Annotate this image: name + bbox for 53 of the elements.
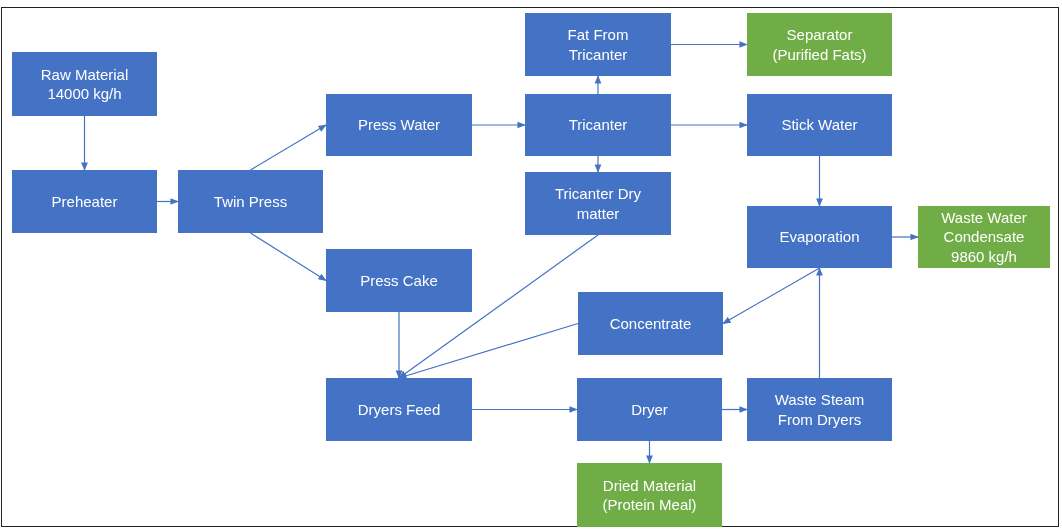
node-label: Evaporation	[779, 227, 860, 247]
arrow	[721, 406, 748, 413]
node-label: Fat From Tricanter	[566, 25, 630, 64]
node-label: Twin Press	[213, 191, 288, 212]
arrow	[156, 198, 179, 205]
process-box	[525, 94, 671, 156]
arrow	[249, 232, 327, 282]
node-label: Raw Material 14000 kg/h	[39, 64, 130, 104]
arrow	[594, 75, 602, 95]
process-box	[747, 378, 892, 441]
process-box	[525, 172, 671, 235]
arrow	[670, 121, 748, 129]
process-box	[577, 378, 722, 441]
process-box	[747, 206, 892, 268]
process-box	[578, 292, 723, 355]
node-label: Separator (Purified Fats)	[771, 25, 868, 64]
process-box	[326, 249, 472, 312]
arrow	[395, 311, 403, 379]
node-label: Waste Steam From Dryers	[773, 390, 866, 429]
node-label: Dried Material (Protein Meal)	[601, 475, 698, 515]
arrow	[471, 121, 526, 129]
arrow	[722, 267, 821, 325]
node-label: Press Water	[358, 115, 440, 135]
node-label: Tricanter Dry matter	[553, 184, 643, 223]
arrow	[816, 267, 823, 379]
node-label: Stick Water	[781, 115, 858, 135]
process-box	[12, 52, 157, 116]
node-label: Concentrate	[609, 313, 692, 334]
node-label: Waste Water Condensate 9860 kg/h	[940, 207, 1028, 267]
process-box	[12, 170, 157, 233]
process-box	[747, 94, 892, 156]
node-label: Dryers Feed	[357, 399, 441, 420]
arrow	[81, 115, 88, 171]
arrow	[249, 124, 327, 171]
node-label: Preheater	[51, 191, 118, 212]
arrow	[471, 406, 578, 413]
node-label: Dryer	[631, 399, 668, 420]
arrow	[398, 234, 599, 379]
arrow	[646, 440, 653, 464]
process-box	[178, 170, 323, 233]
arrow	[594, 155, 602, 173]
arrow	[398, 322, 579, 379]
process-box	[577, 463, 722, 527]
arrow	[891, 233, 919, 241]
process-box	[747, 13, 892, 76]
process-box	[525, 13, 671, 76]
arrow	[670, 41, 748, 48]
process-box	[918, 206, 1050, 268]
process-box	[326, 378, 472, 441]
arrow	[816, 155, 823, 207]
node-label: Tricanter	[568, 115, 628, 135]
node-label: Press Cake	[360, 270, 438, 291]
process-box	[326, 94, 472, 156]
